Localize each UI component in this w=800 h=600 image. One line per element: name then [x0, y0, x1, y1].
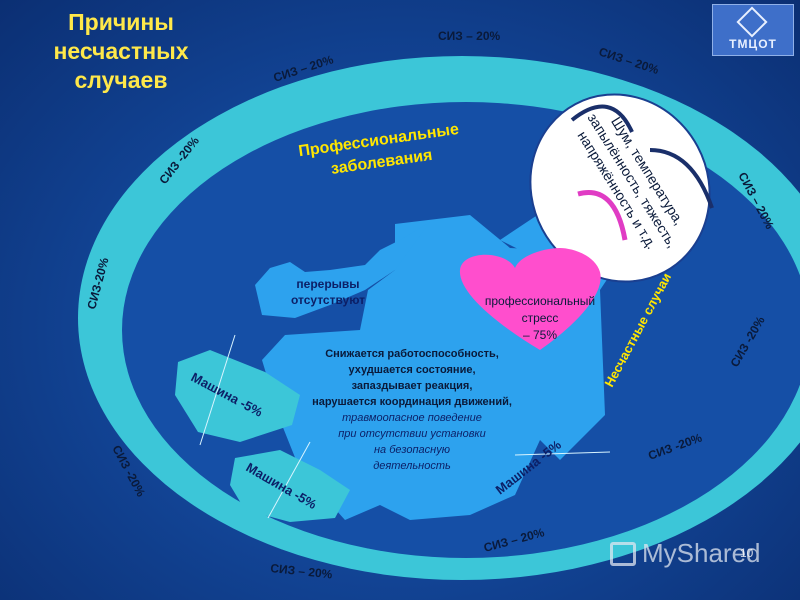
stress-heart — [459, 248, 601, 350]
svg-text:деятельность: деятельность — [373, 460, 451, 472]
page-number: 10 — [740, 546, 754, 560]
head-curve-pink — [577, 190, 628, 241]
ring-label: СИЗ – 20% — [438, 29, 500, 43]
svg-text:ухудшается состояние,: ухудшается состояние, — [348, 364, 475, 376]
divider-line — [267, 441, 311, 519]
head-curve — [649, 148, 714, 209]
svg-text:при отсутствии установки: при отсутствии установки — [338, 428, 486, 440]
organization-logo: ТМЦОТ — [712, 4, 794, 56]
title-line: несчастных — [53, 38, 189, 64]
ring-label: СИЗ – 20% — [597, 45, 661, 78]
effects-text: Снижается работоспособность, ухудшается … — [312, 348, 512, 408]
head-curve — [570, 104, 634, 133]
watermark: MyShared — [610, 538, 761, 569]
svg-text:перерывы: перерывы — [296, 277, 359, 291]
ring-label: СИЗ – 20% — [270, 561, 334, 581]
svg-text:травмоопасное поведение: травмоопасное поведение — [342, 412, 482, 424]
breaks-label: перерывы отсутствуют — [291, 277, 365, 307]
svg-text:отсутствуют: отсутствуют — [291, 293, 365, 307]
svg-text:на безопасную: на безопасную — [374, 444, 450, 456]
traumatic-behavior-text: травмоопасное поведение при отсутствии у… — [338, 412, 486, 472]
stress-label: профессиональный стресс – 75% — [485, 294, 595, 342]
head-bubble — [529, 93, 711, 283]
title-line: случаев — [74, 67, 168, 93]
watermark-icon — [610, 542, 636, 566]
title-line: Причины — [68, 9, 174, 35]
machine-blob-left — [175, 350, 300, 442]
machine-blob-bottom — [230, 450, 350, 522]
divider-line — [514, 451, 611, 456]
svg-text:профессиональный: профессиональный — [485, 294, 595, 308]
svg-text:– 75%: – 75% — [523, 328, 557, 342]
svg-text:запаздывает реакция,: запаздывает реакция, — [352, 380, 473, 392]
svg-text:стресс: стресс — [522, 311, 559, 325]
slide-title: Причины несчастных случаев — [36, 8, 206, 95]
logo-text: ТМЦОТ — [729, 37, 777, 51]
svg-text:Снижается работоспособность,: Снижается работоспособность, — [325, 348, 499, 360]
svg-text:нарушается координация движени: нарушается координация движений, — [312, 396, 512, 408]
arm-shape — [255, 222, 430, 318]
divider-line — [199, 334, 236, 446]
